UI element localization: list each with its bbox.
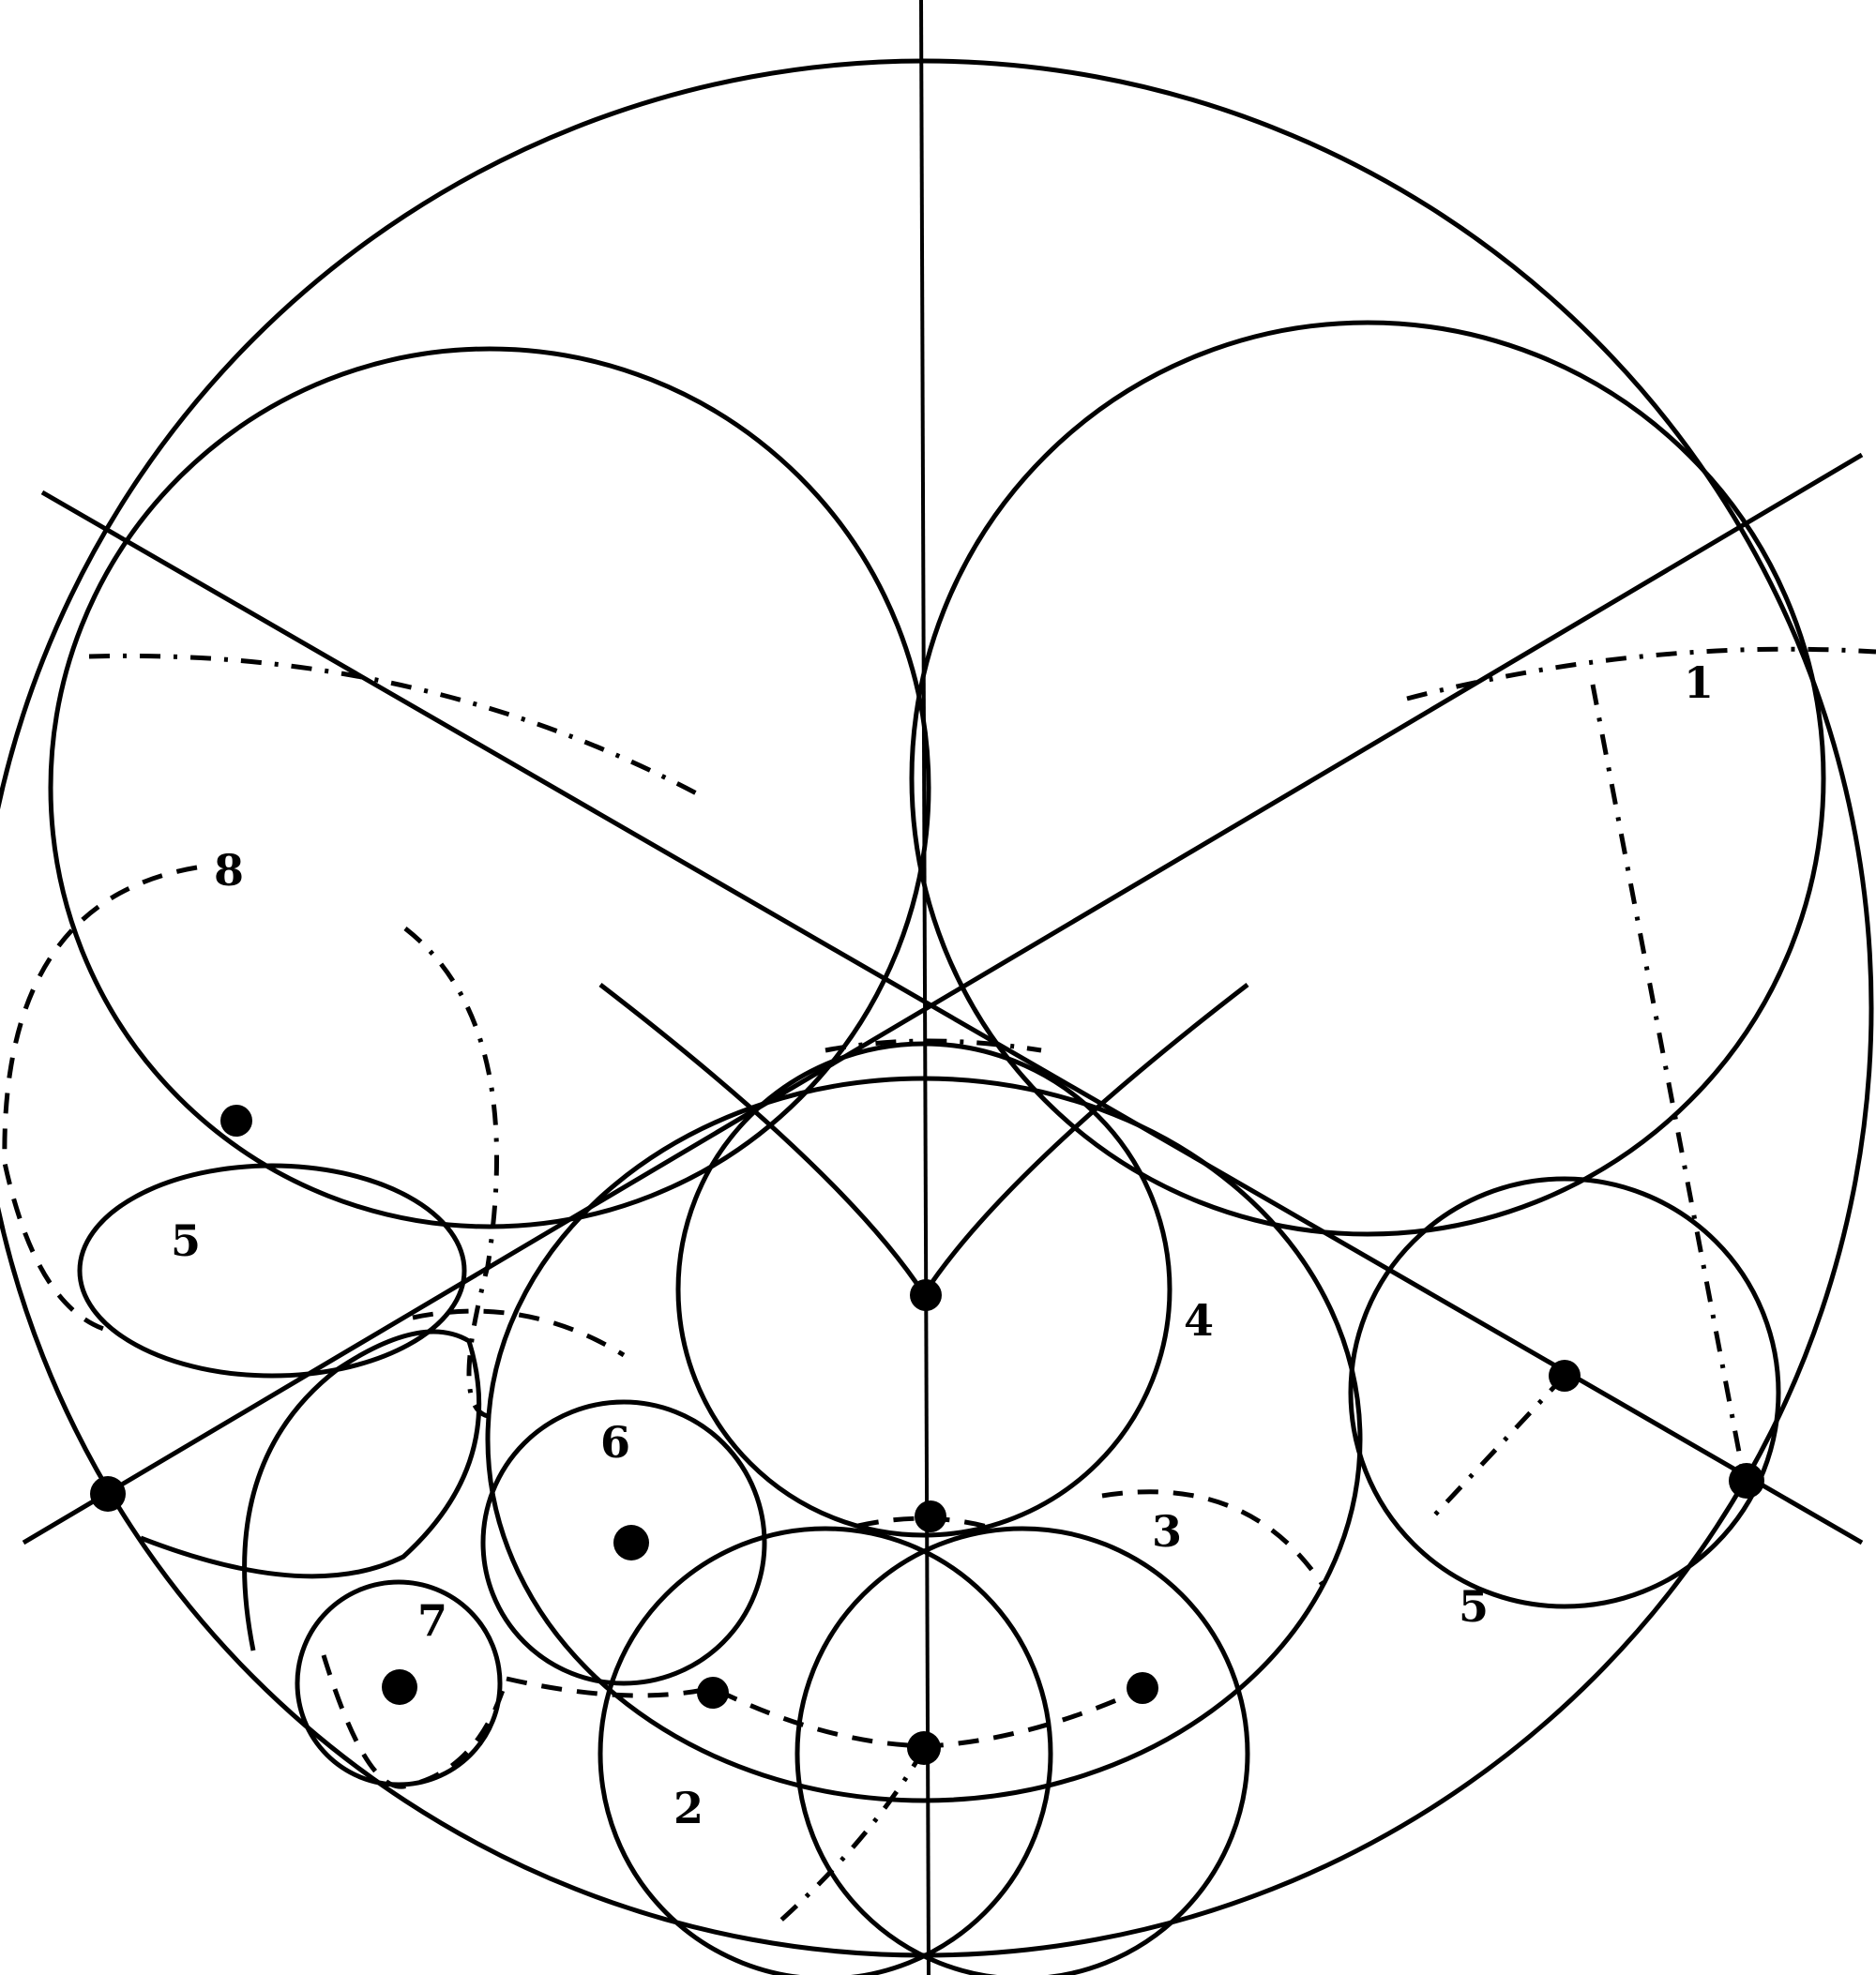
circle-2-left	[598, 1526, 1053, 1975]
arc-1-right	[1406, 646, 1876, 701]
label-5-left: 5	[171, 1215, 202, 1266]
label-1: 1	[1684, 657, 1715, 708]
cusp-right	[921, 983, 1249, 1296]
circle-5-right	[1348, 1176, 1781, 1609]
point	[915, 1500, 946, 1532]
arc-1-left	[88, 653, 705, 800]
circle-4	[675, 1041, 1172, 1538]
arc-top-center	[825, 1038, 1042, 1053]
arc-3	[1101, 1489, 1325, 1587]
arc-8	[2, 865, 198, 1334]
arc-center-small	[857, 1515, 995, 1531]
label-5-right: 5	[1459, 1581, 1490, 1632]
label-7: 7	[417, 1595, 448, 1646]
label-4: 4	[1184, 1295, 1215, 1346]
central-lower-circle	[485, 1076, 1363, 1803]
circle-5-left	[77, 1163, 467, 1379]
upper-left-circle	[48, 346, 931, 1229]
diagonal-line-right	[22, 452, 1864, 1545]
arc-6-upper	[412, 1308, 626, 1358]
point	[1549, 1360, 1581, 1392]
label-2: 2	[673, 1783, 704, 1833]
point	[220, 1105, 252, 1137]
point	[90, 1476, 126, 1512]
point	[1127, 1672, 1158, 1704]
left-lune-arc	[140, 1329, 482, 1651]
label-3: 3	[1152, 1506, 1183, 1557]
arc-7-lower	[321, 1654, 509, 1789]
cusp-left	[598, 983, 927, 1296]
radius-arrow-1	[1590, 684, 1747, 1483]
point	[382, 1669, 417, 1705]
upper-right-circle	[909, 320, 1826, 1237]
vertical-axis	[919, 0, 930, 1975]
point	[613, 1525, 649, 1560]
radius-arrow-5	[1433, 1374, 1566, 1516]
circle-2-right	[794, 1526, 1250, 1975]
circle-6	[480, 1399, 767, 1686]
arc-2-lower	[777, 1747, 927, 1924]
point	[907, 1731, 941, 1765]
point	[1729, 1463, 1764, 1499]
label-6: 6	[600, 1417, 631, 1468]
arc-8-inner	[403, 927, 500, 1419]
point	[697, 1677, 729, 1709]
diagonal-line-left	[40, 490, 1864, 1545]
arc-2	[506, 1676, 1146, 1749]
construction-points	[90, 1105, 1764, 1765]
point	[910, 1279, 942, 1311]
label-8: 8	[214, 845, 245, 896]
